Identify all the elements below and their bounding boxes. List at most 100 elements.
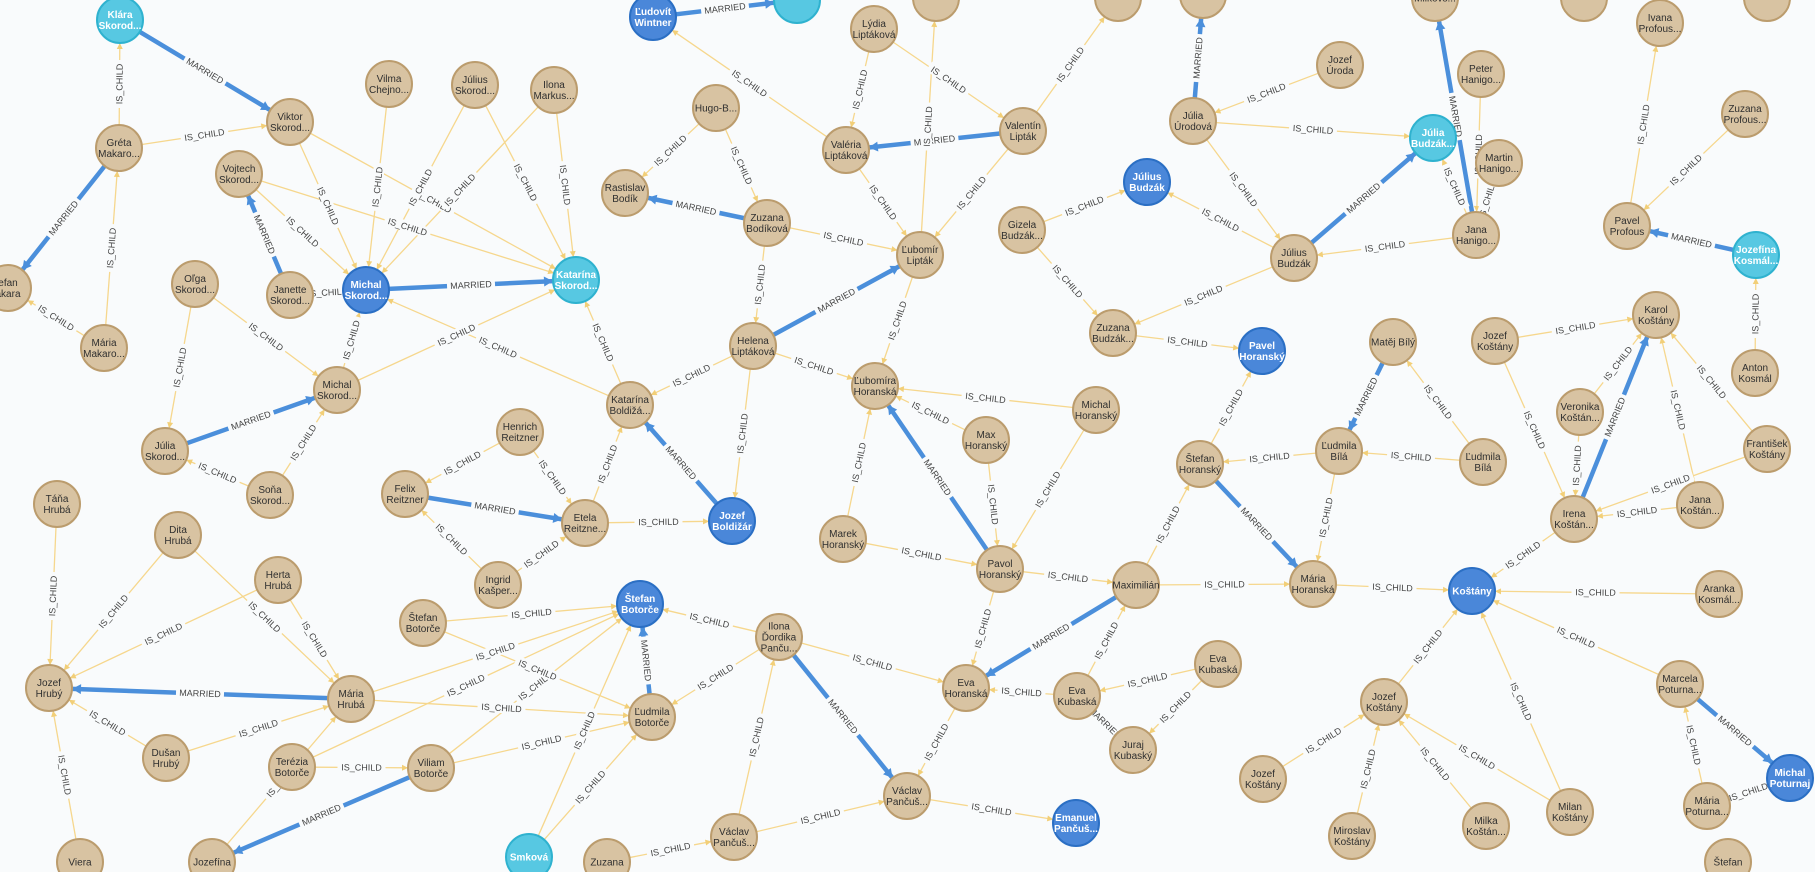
person-node[interactable]: EtelaReitzne... bbox=[561, 499, 609, 547]
person-node[interactable]: JanaHanigo... bbox=[1452, 211, 1500, 259]
person-node[interactable]: Maximilián bbox=[1112, 561, 1160, 609]
person-node[interactable] bbox=[773, 0, 821, 24]
person-node[interactable]: Matěj Bílý bbox=[1369, 318, 1417, 366]
person-node[interactable]: VojtechSkorod... bbox=[215, 150, 263, 198]
person-node[interactable]: Koštány bbox=[1448, 567, 1496, 615]
person-node[interactable]: OľgaSkorod... bbox=[171, 260, 219, 308]
person-node[interactable]: GizelaBudzák... bbox=[998, 206, 1046, 254]
person-node[interactable]: IrenaKoštán... bbox=[1550, 495, 1598, 543]
person-node[interactable]: JúliusSkorod... bbox=[451, 61, 499, 109]
person-node[interactable]: KatarínaBoldižá... bbox=[606, 381, 654, 429]
person-node[interactable]: GrétaMakaro... bbox=[95, 124, 143, 172]
person-node[interactable]: VilmaChejno... bbox=[365, 60, 413, 108]
person-node[interactable]: VeronikaKoštán... bbox=[1556, 388, 1604, 436]
person-node[interactable]: PeterHanigo... bbox=[1457, 50, 1505, 98]
person-node[interactable]: MartinHanigo... bbox=[1475, 139, 1523, 187]
person-node[interactable]: EmanuelPančuš... bbox=[1052, 799, 1100, 847]
person-node[interactable]: Úrodová bbox=[1179, 0, 1227, 19]
person-node[interactable]: MichalSkorod... bbox=[342, 266, 390, 314]
person-node[interactable]: MichalSkorod... bbox=[313, 366, 361, 414]
person-node[interactable]: ZuzanaProfous... bbox=[1721, 90, 1769, 138]
person-node[interactable] bbox=[1560, 0, 1608, 22]
person-node[interactable]: VáclavPančuš... bbox=[710, 813, 758, 861]
person-node[interactable]: MáriaMakaro... bbox=[80, 324, 128, 372]
person-node[interactable] bbox=[1094, 0, 1142, 22]
person-node[interactable]: VáclavPančuš... bbox=[883, 772, 931, 820]
person-node[interactable]: ViktorSkorod... bbox=[266, 98, 314, 146]
person-node[interactable]: JozefínaKosmál... bbox=[1732, 231, 1780, 279]
person-node[interactable] bbox=[912, 0, 960, 22]
person-node[interactable]: JúliaSkorod... bbox=[141, 427, 189, 475]
person-node[interactable]: JanaKoštán... bbox=[1676, 481, 1724, 529]
person-node[interactable]: ArankaKosmál... bbox=[1695, 570, 1743, 618]
person-node[interactable]: IvanaProfous... bbox=[1636, 0, 1684, 47]
person-node[interactable]: Hugo-B... bbox=[692, 84, 740, 132]
person-node[interactable]: Štefan bbox=[1704, 838, 1752, 872]
person-node[interactable]: Viera bbox=[56, 838, 104, 872]
person-node[interactable]: Smková bbox=[505, 833, 553, 872]
person-node[interactable]: MáriaPoturna... bbox=[1683, 782, 1731, 830]
person-node[interactable]: MilkaKoštán... bbox=[1462, 802, 1510, 850]
person-node[interactable]: Milkovs... bbox=[1411, 0, 1459, 22]
person-node[interactable]: MarcelaPoturna... bbox=[1656, 660, 1704, 708]
person-node[interactable]: IlonaMarkus... bbox=[530, 66, 578, 114]
person-node[interactable]: KatarínaSkorod... bbox=[552, 256, 600, 304]
person-node[interactable] bbox=[1743, 0, 1791, 22]
person-node[interactable]: efanakara bbox=[0, 264, 32, 312]
person-node[interactable]: IlonaĎordikaPanču... bbox=[755, 613, 803, 661]
person-node[interactable]: Jozefína bbox=[188, 838, 236, 872]
person-node[interactable]: JúliaBudzák... bbox=[1409, 114, 1457, 162]
person-node[interactable]: IngridKašper... bbox=[474, 561, 522, 609]
person-node[interactable]: KláraSkorod... bbox=[96, 0, 144, 44]
person-node[interactable]: JanetteSkorod... bbox=[266, 271, 314, 319]
person-node[interactable]: SoňaSkorod... bbox=[246, 471, 294, 519]
person-node[interactable]: Zuzana bbox=[583, 838, 631, 872]
person-node[interactable]: ZuzanaBudzák... bbox=[1089, 309, 1137, 357]
